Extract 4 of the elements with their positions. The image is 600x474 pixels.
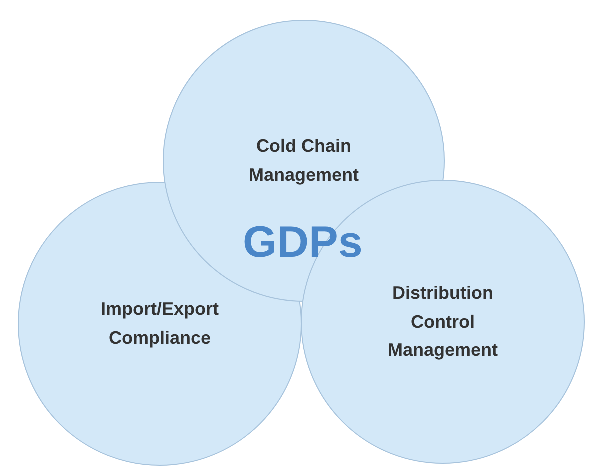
circle-label: Import/Export Compliance (100, 298, 220, 350)
center-label: GDPs (243, 218, 363, 268)
circle-label: Distribution Control Management (386, 282, 500, 362)
circle-label: Cold Chain Management (248, 135, 360, 187)
